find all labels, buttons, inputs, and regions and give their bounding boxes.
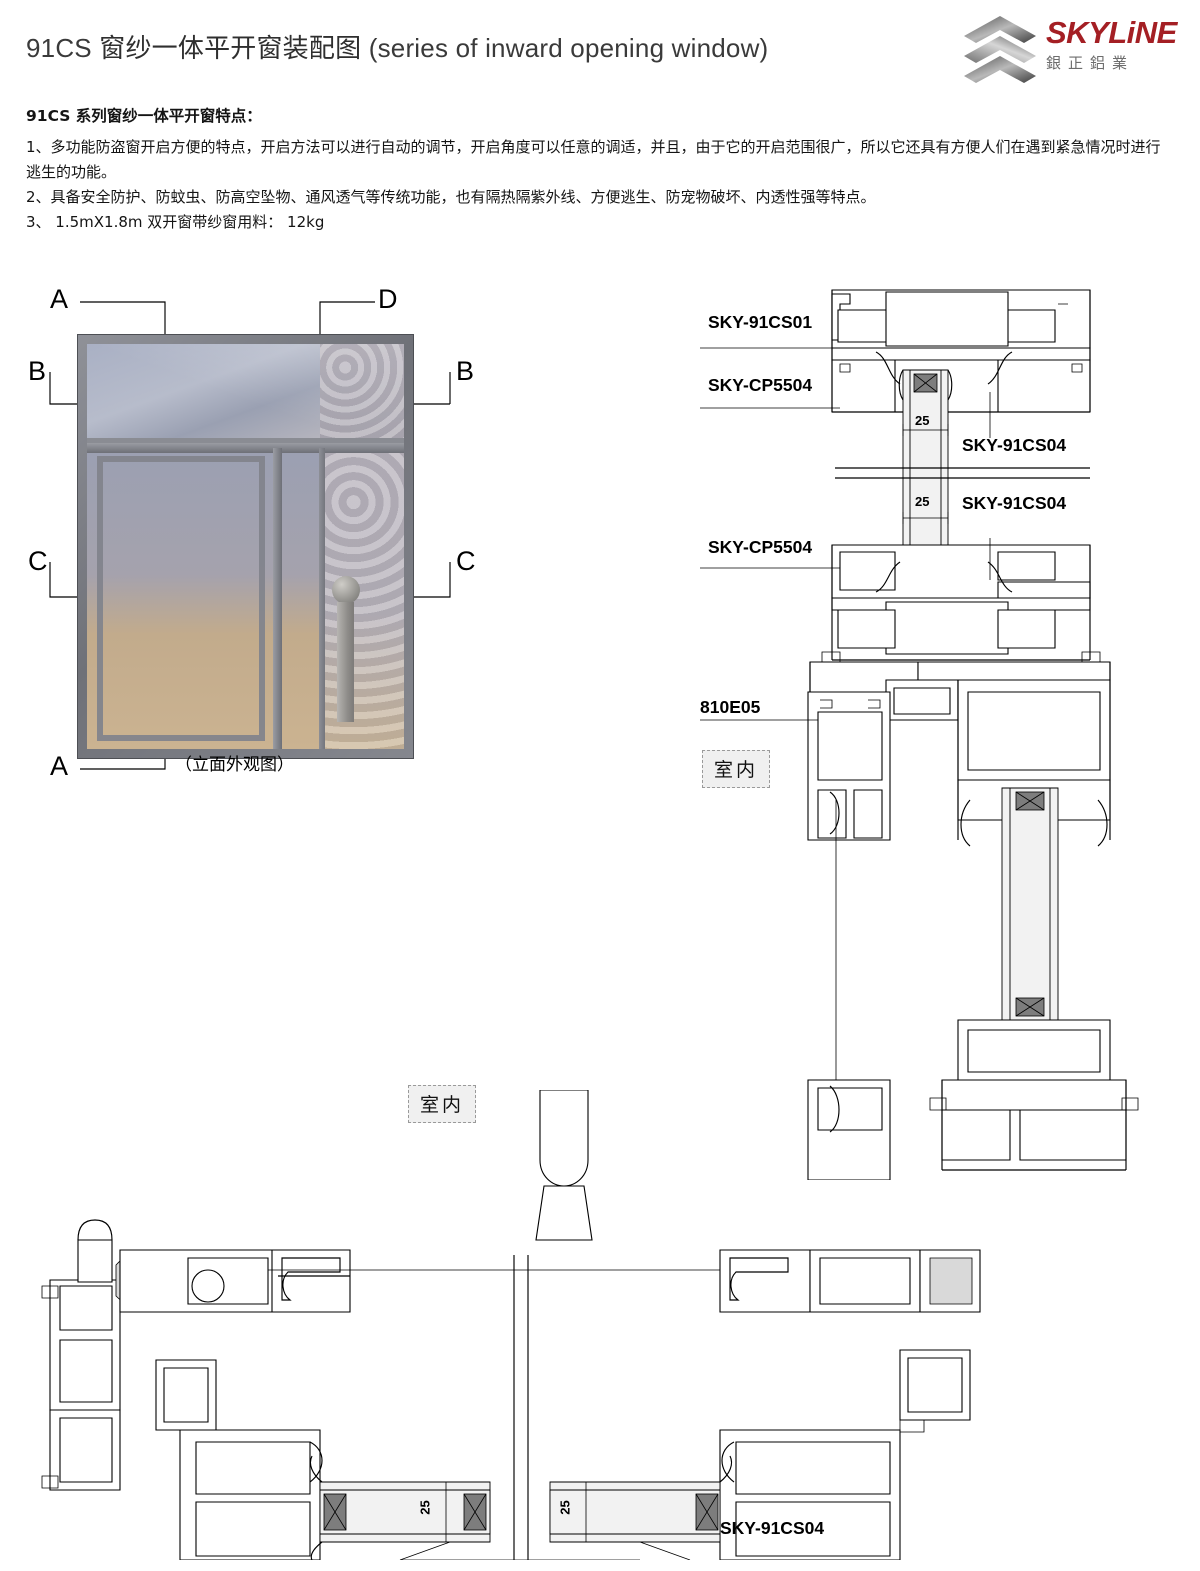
callout-c-left: C xyxy=(28,546,48,576)
document-header: 91CS 窗纱一体平开窗装配图 (series of inward openin… xyxy=(0,0,1200,96)
room-tag-indoor-vertical: 室内 xyxy=(702,750,771,788)
left-sash xyxy=(97,456,265,741)
page-title: 91CS 窗纱一体平开窗装配图 (series of inward openin… xyxy=(26,28,768,65)
feature-item-1: 1、多功能防盗窗开启方便的特点，开启方法可以进行自动的调节，开启角度可以任意的调… xyxy=(26,138,1161,181)
dimension-25-lower: 25 xyxy=(915,494,930,509)
profile-label-sky-91cs04-mid: SKY-91CS04 xyxy=(962,493,1067,513)
profile-label-sky-91cs04-bottom: SKY-91CS04 xyxy=(720,1518,825,1538)
profile-label-sky-91cs04-top: SKY-91CS04 xyxy=(962,435,1067,455)
chevron-stack-icon xyxy=(962,14,1040,86)
horizontal-section-svg xyxy=(41,1090,981,1560)
vertical-section-svg xyxy=(700,289,1139,1180)
profile-label-810e05: 810E05 xyxy=(700,697,761,717)
decor-post xyxy=(337,602,354,722)
window-frame xyxy=(77,334,414,759)
title-english: (series of inward opening window) xyxy=(368,33,769,63)
callout-a-top: A xyxy=(50,284,69,314)
brand-logo: SKYLiNE 銀正鋁業 xyxy=(962,12,1182,86)
elevation-caption: （立面外观图） xyxy=(175,755,294,775)
callout-a-bottom: A xyxy=(50,751,69,781)
callout-b-right: B xyxy=(456,356,475,386)
logo-wordmark: SKYLiNE xyxy=(1046,15,1177,50)
profile-label-sky-cp5504-bot: SKY-CP5504 xyxy=(708,537,813,557)
room-tag-indoor-horizontal: 室内 xyxy=(408,1085,477,1123)
vertical-mullion-secondary xyxy=(319,448,325,749)
decor-ball xyxy=(332,576,360,604)
title-code: 91CS xyxy=(26,33,92,63)
horizontal-mullion xyxy=(87,443,404,453)
profile-label-sky-91cs01: SKY-91CS01 xyxy=(708,312,813,332)
dimension-25-left: 25 xyxy=(417,1500,433,1515)
feature-item-2: 2、具备安全防护、防蚊虫、防高空坠物、通风透气等传统功能，也有隔热隔紫外线、方便… xyxy=(26,188,876,206)
horizontal-section-drawing: 25 25 室内 SKY-91CS04 xyxy=(20,1085,1020,1560)
callout-b-left: B xyxy=(28,356,47,386)
vertical-mullion xyxy=(273,448,282,749)
title-chinese: 窗纱一体平开窗装配图 xyxy=(99,33,362,63)
callout-c-right: C xyxy=(456,546,476,576)
profile-label-sky-cp5504-top: SKY-CP5504 xyxy=(708,375,813,395)
window-elevation-drawing: A D B B C C A xyxy=(20,272,520,802)
intro-text-block: 91CS 系列窗纱一体平开窗特点： 1、多功能防盗窗开启方便的特点，开启方法可以… xyxy=(26,104,1172,235)
window-glass-area xyxy=(87,344,404,749)
vertical-section-drawing: SKY-91CS01 SKY-CP5504 SKY-91CS04 SKY-91C… xyxy=(690,280,1200,1180)
feature-item-3: 3、 1.5mX1.8m 双开窗带纱窗用料： 12kg xyxy=(26,213,325,231)
dimension-25-right: 25 xyxy=(557,1500,573,1515)
dimension-25-upper: 25 xyxy=(915,413,930,428)
transom-glass xyxy=(87,344,404,443)
logo-text-block: SKYLiNE 銀正鋁業 xyxy=(1046,16,1182,73)
callout-d-top: D xyxy=(378,284,398,314)
features-heading: 91CS 系列窗纱一体平开窗特点： xyxy=(26,107,262,125)
logo-chinese-name: 銀正鋁業 xyxy=(1046,54,1135,72)
